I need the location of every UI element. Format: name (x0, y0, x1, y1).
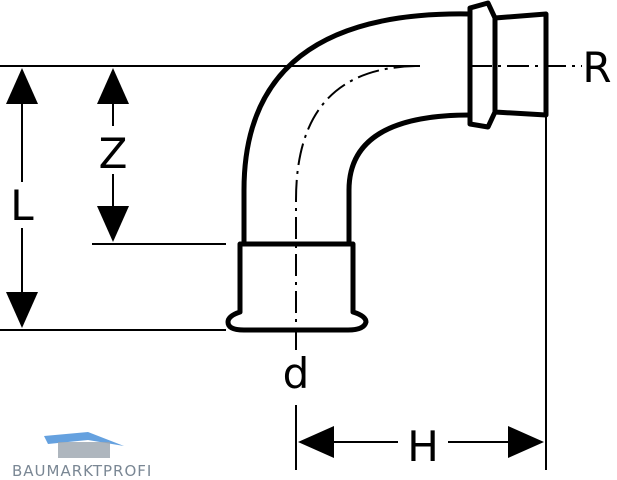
dimension-h: H (298, 418, 544, 471)
dimension-l: L (2, 68, 42, 328)
dim-l-arrow-bottom (6, 292, 38, 328)
watermark-logo: BAUMARKTPROFI (12, 432, 152, 480)
dim-z-label-bg (92, 126, 134, 174)
dim-l-arrow-top (6, 68, 38, 104)
threaded-end (467, 0, 549, 130)
elbow-fitting (241, 11, 473, 247)
dim-z-arrow-top (97, 68, 129, 104)
dim-h-label: H (407, 422, 439, 471)
watermark-text: BAUMARKTPROFI (12, 462, 152, 480)
elbow-outer-wall (241, 11, 473, 247)
dim-h-arrow-left (298, 426, 334, 458)
elbow-inner-wall (346, 112, 473, 247)
dim-z-label: Z (99, 129, 128, 178)
dim-h-arrow-right (508, 426, 544, 458)
dim-h-label-bg (398, 418, 448, 468)
extension-lines (0, 65, 547, 470)
dim-d-label: d (283, 349, 310, 398)
socket-body (225, 241, 369, 333)
dim-l-label: L (10, 181, 34, 230)
watermark-building-icon (58, 442, 110, 458)
dimension-z: Z (92, 68, 134, 242)
press-socket (225, 241, 369, 333)
dim-l-label-bg (2, 182, 42, 228)
center-lines (295, 65, 582, 350)
thread-body (492, 11, 549, 118)
dim-z-arrow-bottom (97, 206, 129, 242)
centerline-elbow (295, 65, 421, 350)
dim-r-label: R (582, 43, 611, 92)
